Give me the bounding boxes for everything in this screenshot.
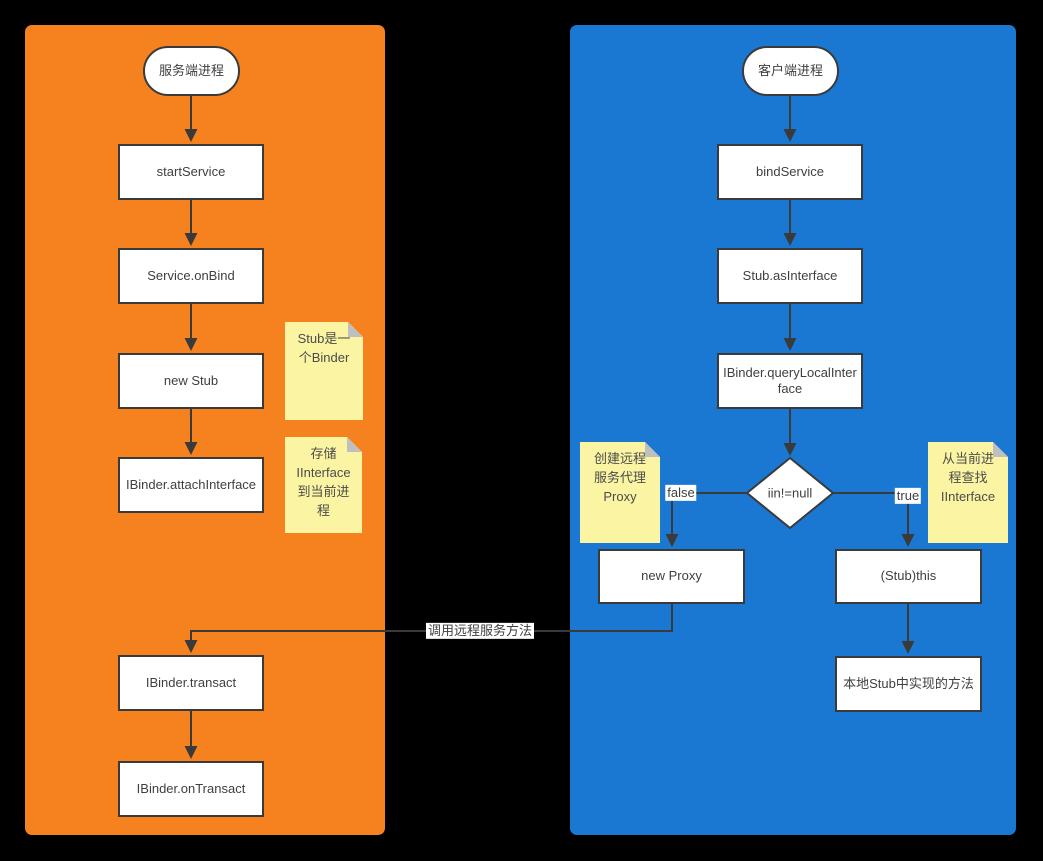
terminator-client-process: 客户端进程 [742, 46, 839, 96]
note-text: 存储IInterface到当前进程 [296, 446, 351, 518]
node-service-onbind: Service.onBind [118, 248, 264, 304]
note-stub-is-binder: Stub是一个Binder [285, 322, 363, 420]
node-ibinder-transact: IBinder.transact [118, 655, 264, 711]
node-ibinder-ontransact: IBinder.onTransact [118, 761, 264, 817]
decision-diamond [745, 456, 835, 530]
terminator-server-process: 服务端进程 [143, 46, 240, 96]
node-stub-this: (Stub)this [835, 549, 982, 604]
node-new-proxy: new Proxy [598, 549, 745, 604]
note-text: 从当前进程查找IInterface [940, 451, 996, 504]
node-stub-asinterface: Stub.asInterface [717, 248, 863, 304]
edge-label-true: true [894, 487, 922, 505]
note-find-iinterface: 从当前进程查找IInterface [928, 442, 1008, 543]
node-ibinder-attachinterface: IBinder.attachInterface [118, 457, 264, 513]
node-new-stub: new Stub [118, 353, 264, 409]
node-bind-service: bindService [717, 144, 863, 200]
edge-label-call-remote-method: 调用远程服务方法 [425, 622, 535, 640]
decision-label: iin!=null [767, 485, 813, 501]
note-store-iinterface: 存储IInterface到当前进程 [285, 437, 362, 533]
node-ibinder-querylocalinterface: IBinder.queryLocalInterface [717, 353, 863, 409]
node-local-stub-method: 本地Stub中实现的方法 [835, 656, 982, 712]
edge-label-false: false [665, 484, 697, 502]
node-start-service: startService [118, 144, 264, 200]
note-create-remote-proxy: 创建远程服务代理Proxy [580, 442, 660, 543]
note-text: 创建远程服务代理Proxy [593, 451, 646, 504]
note-text: Stub是一个Binder [297, 331, 351, 365]
